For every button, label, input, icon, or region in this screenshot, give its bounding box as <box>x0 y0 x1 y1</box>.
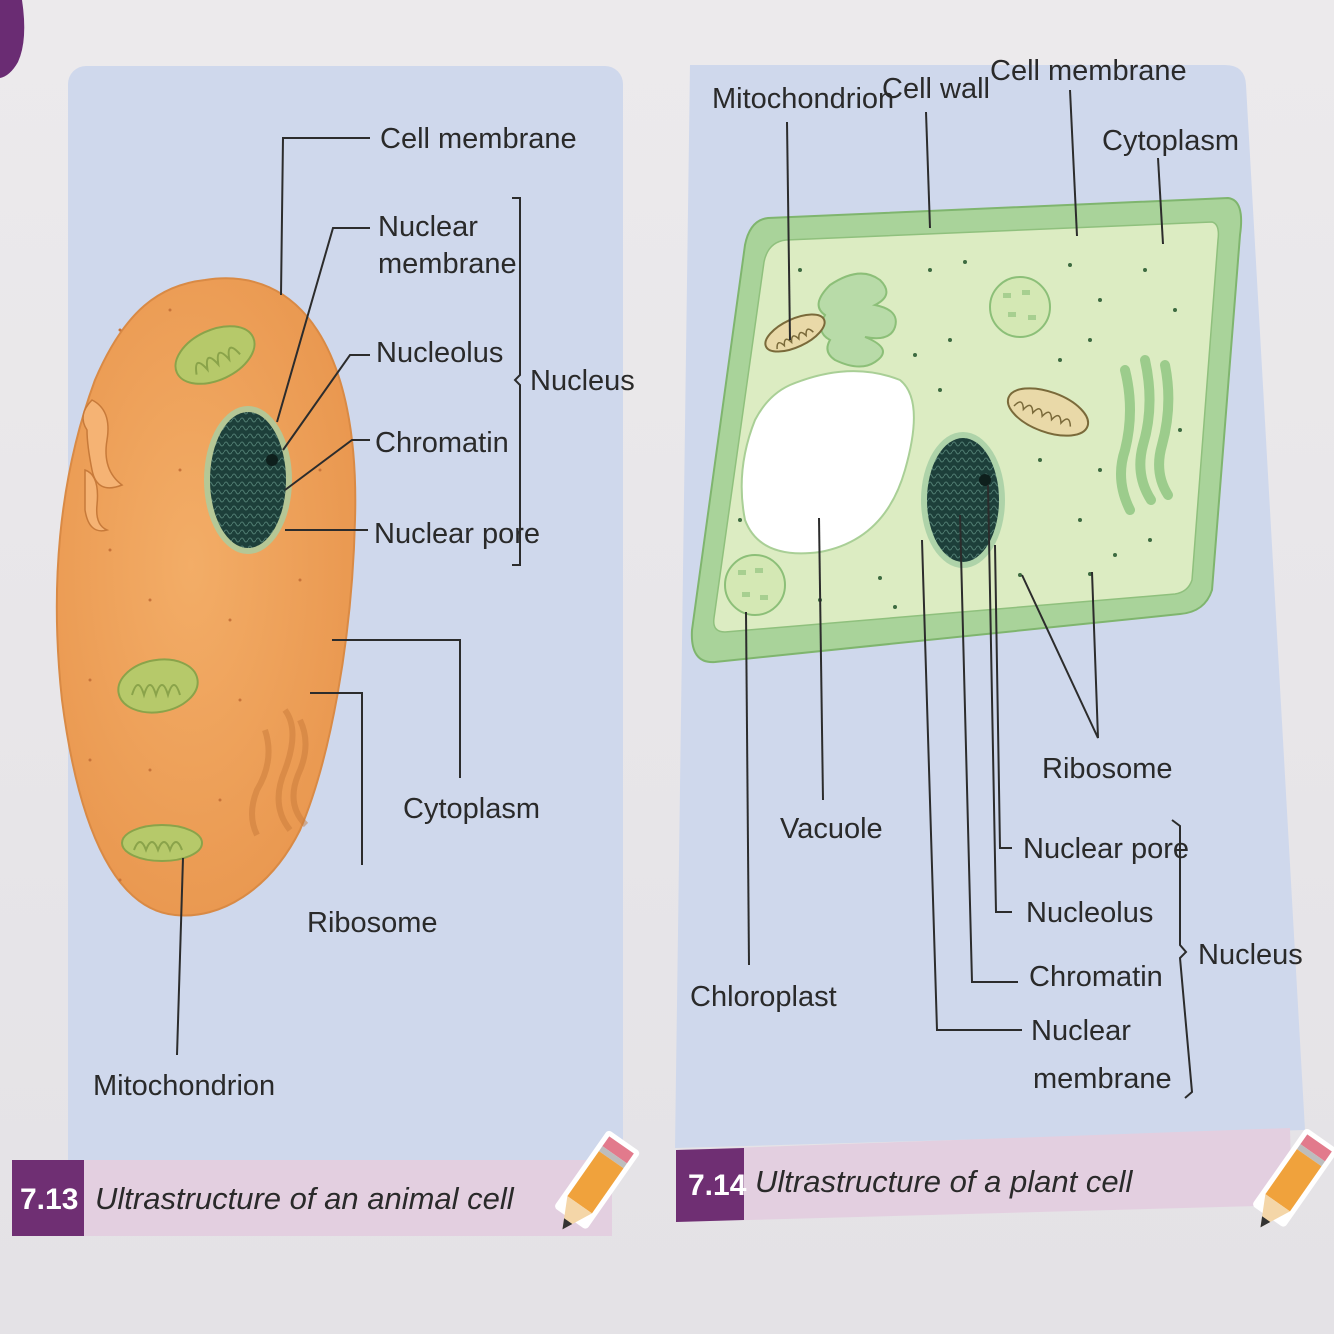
animal-label-chromatin: Chromatin <box>375 427 509 459</box>
animal-label-nuclear-membrane-1: Nuclear <box>378 211 478 243</box>
plant-label-cell-wall: Cell wall <box>882 73 990 105</box>
plant-label-ribosome: Ribosome <box>1042 753 1173 785</box>
animal-label-ribosome: Ribosome <box>307 907 438 939</box>
er-left <box>82 399 124 489</box>
plant-label-nuclear-membrane-1: Nuclear <box>1031 1015 1131 1047</box>
animal-leader-lines <box>176 137 521 1056</box>
animal-label-cell-membrane: Cell membrane <box>380 123 577 155</box>
animal-mitochondria <box>117 325 256 862</box>
plant-leader-lines <box>745 89 1194 1099</box>
plant-mitochondria <box>764 313 1090 437</box>
plant-cell-figure: Mitochondrion Cell wall Cell membrane Cy… <box>675 55 1305 1222</box>
plant-label-chromatin: Chromatin <box>1029 961 1163 993</box>
animal-label-nuclear-pore: Nuclear pore <box>374 518 540 550</box>
plant-label-nucleolus: Nucleolus <box>1026 897 1153 929</box>
animal-label-cytoplasm: Cytoplasm <box>403 793 540 825</box>
animal-label-nuclear-membrane-2: membrane <box>378 248 517 280</box>
animal-caption-number-bg <box>12 1160 84 1236</box>
animal-nucleus <box>204 406 292 554</box>
pencil-icon <box>1253 1128 1334 1228</box>
plant-nucleus <box>921 432 1005 568</box>
plant-caption-bar <box>676 1128 1292 1222</box>
er-right <box>249 708 309 837</box>
animal-caption-bar <box>12 1160 612 1236</box>
plant-label-cytoplasm: Cytoplasm <box>1102 125 1239 157</box>
animal-label-nucleolus: Nucleolus <box>376 337 503 369</box>
er-left-2 <box>84 468 110 532</box>
animal-ribosomes <box>88 308 322 882</box>
animal-cell-figure: Cell membrane Nuclear membrane Nucleolus… <box>12 66 635 1236</box>
plant-chloroplasts <box>724 276 1051 616</box>
plant-label-cell-membrane: Cell membrane <box>990 55 1187 87</box>
plant-label-vacuole: Vacuole <box>780 813 883 845</box>
plant-label-chloroplast: Chloroplast <box>690 981 837 1013</box>
animal-label-mitochondrion: Mitochondrion <box>93 1070 275 1102</box>
pencil-icon <box>555 1130 640 1230</box>
corner-tab <box>0 0 25 78</box>
plant-caption-text: Ultrastructure of a plant cell <box>755 1164 1133 1199</box>
plant-vacuole <box>740 370 915 555</box>
animal-caption-text: Ultrastructure of an animal cell <box>95 1181 515 1216</box>
animal-label-nucleus: Nucleus <box>530 365 635 397</box>
plant-label-mitochondrion: Mitochondrion <box>712 83 894 115</box>
plant-er <box>1116 355 1174 515</box>
plant-caption-number: 7.14 <box>688 1169 747 1202</box>
plant-label-nuclear-pore: Nuclear pore <box>1023 833 1189 865</box>
plant-label-nucleus: Nucleus <box>1198 939 1303 971</box>
animal-caption-number: 7.13 <box>20 1183 78 1216</box>
plant-caption-number-bg <box>676 1148 744 1222</box>
plant-ribosomes <box>738 260 1182 609</box>
plant-label-nuclear-membrane-2: membrane <box>1033 1063 1172 1095</box>
